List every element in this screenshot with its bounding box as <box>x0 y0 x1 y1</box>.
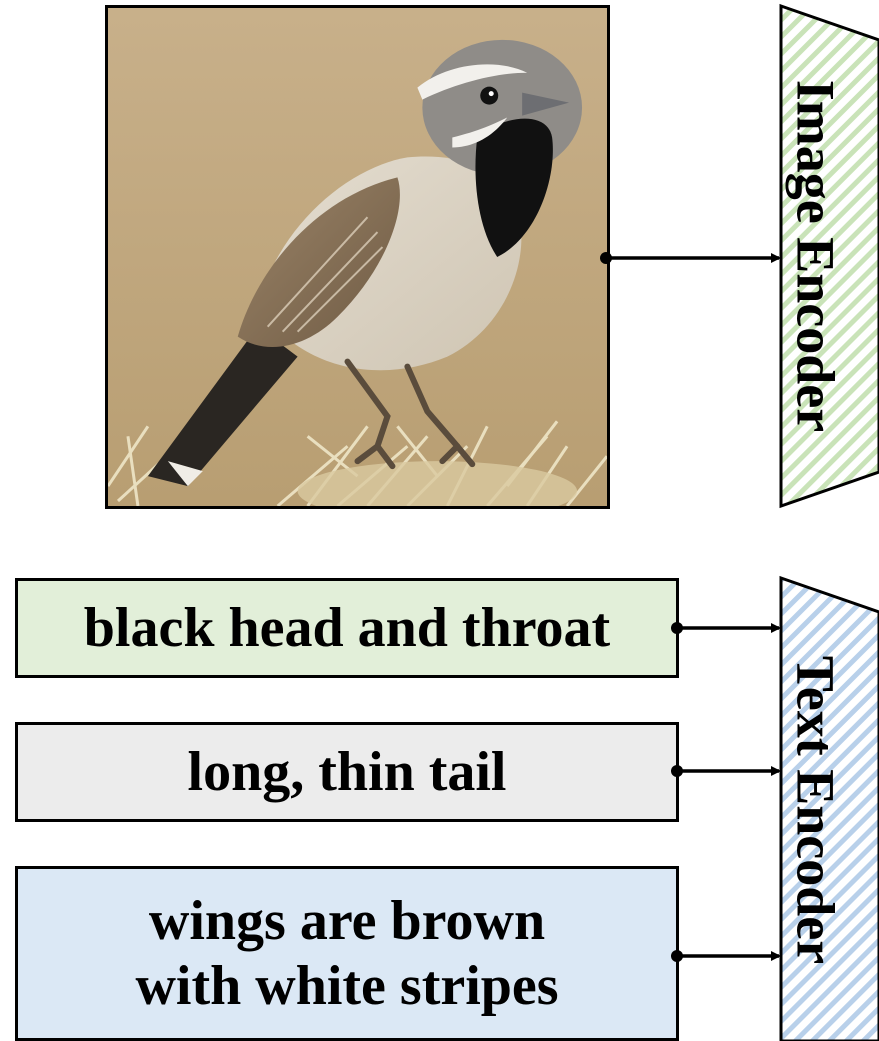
arrow-attr2-to-encoder <box>671 765 779 777</box>
bird-photo <box>105 5 610 509</box>
attribute-text-line-2: with white stripes <box>135 954 558 1018</box>
arrow-attr3-to-encoder <box>671 950 779 962</box>
text-encoder: Text Encoder <box>781 578 879 1041</box>
attribute-text-line-1: wings are brown <box>135 889 558 953</box>
image-encoder: Image Encoder <box>781 6 879 506</box>
attribute-box-head-throat: black head and throat <box>15 578 679 678</box>
arrow-attr1-to-encoder <box>671 622 779 634</box>
text-encoder-label: Text Encoder <box>786 656 846 965</box>
bird-illustration <box>108 8 607 506</box>
attribute-text: black head and throat <box>84 596 610 660</box>
attribute-box-wings: wings are brown with white stripes <box>15 866 679 1041</box>
image-encoder-label: Image Encoder <box>786 80 846 432</box>
attribute-text: long, thin tail <box>188 740 507 804</box>
arrow-image-to-encoder <box>600 252 779 264</box>
attribute-box-tail: long, thin tail <box>15 722 679 822</box>
